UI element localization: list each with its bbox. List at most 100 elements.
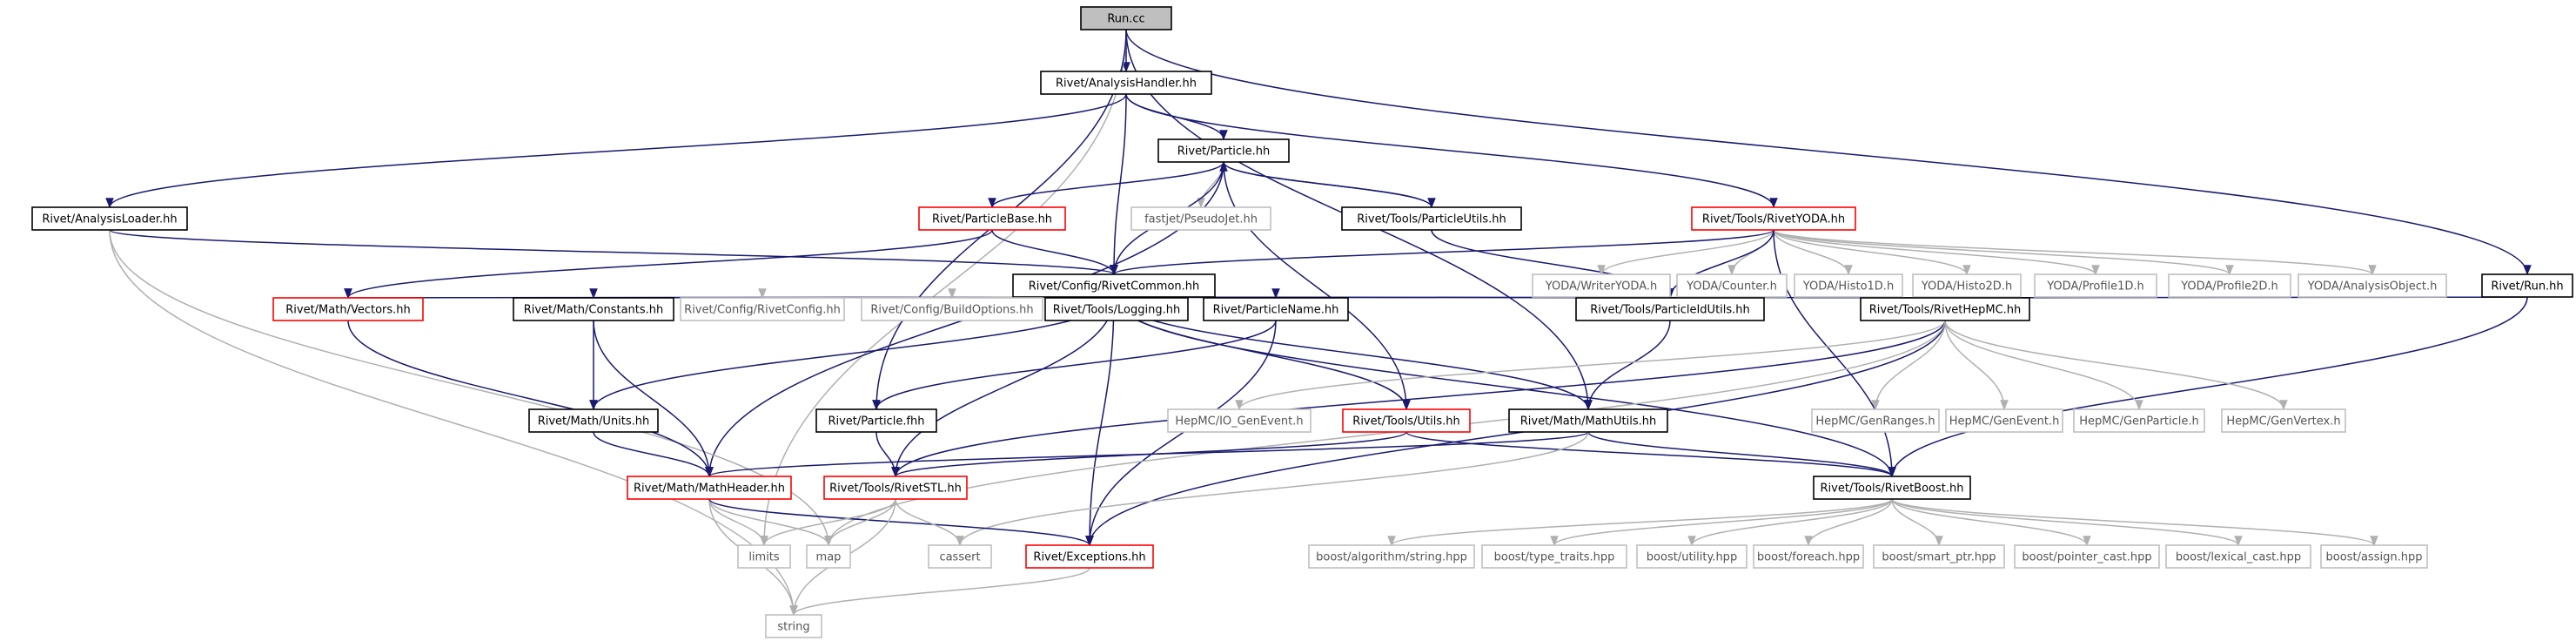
node-label: Rivet/Tools/RivetHepMC.hh [1869, 304, 2022, 317]
node-yoda-ao: YODA/AnalysisObject.h [2298, 273, 2447, 298]
edge-tools_utils-to-rivet_boost [1405, 431, 1896, 478]
edge-rivet_boost-to-b_algorithm [1387, 498, 1893, 547]
node-yoda-p1: YODA/Profile1D.h [2034, 273, 2157, 298]
node-hepmc-particle: HepMC/GenParticle.h [2073, 408, 2205, 433]
node-label: map [816, 551, 842, 564]
edge-analysis_handler-to-rivet_yoda [1125, 93, 1778, 209]
edge-analysis_handler-to-rivet_common [1110, 93, 1127, 276]
node-label: HepMC/GenRanges.h [1815, 415, 1935, 428]
edge-units-to-math_header [593, 431, 714, 478]
node-constants[interactable]: Rivet/Math/Constants.hh [513, 297, 674, 321]
node-run-hh[interactable]: Rivet/Run.hh [2481, 273, 2573, 298]
node-label: Rivet/Particle.hh [1177, 145, 1270, 159]
node-b-assign: boost/assign.hpp [2320, 544, 2428, 569]
node-label: Rivet/Tools/RivetBoost.hh [1821, 482, 1964, 496]
node-label: Rivet/Tools/Utils.hh [1352, 415, 1459, 428]
node-label: boost/lexical_cast.hpp [2176, 551, 2301, 564]
edge-rivet_boost-to-b_type_traits [1550, 498, 1893, 547]
edge-exceptions-to-string [789, 567, 1090, 617]
node-label: YODA/Histo2D.h [1921, 280, 2012, 294]
node-math-utils[interactable]: Rivet/Math/MathUtils.hh [1508, 408, 1668, 433]
node-b-type-traits: boost/type_traits.hpp [1481, 544, 1627, 569]
node-rivet-yoda[interactable]: Rivet/Tools/RivetYODA.hh [1691, 206, 1856, 231]
node-particle[interactable]: Rivet/Particle.hh [1157, 138, 1290, 163]
node-particle-id-utils[interactable]: Rivet/Tools/ParticleIdUtils.hh [1575, 297, 1765, 321]
node-b-foreach: boost/foreach.hpp [1753, 544, 1864, 569]
edge-rivet_stl-to-limits [760, 498, 896, 547]
edge-particle_fhh-to-rivet_stl [875, 431, 900, 478]
node-label: Rivet/Math/Constants.hh [524, 304, 664, 317]
node-rivet-common[interactable]: Rivet/Config/RivetCommon.hh [1012, 273, 1216, 298]
node-rivet-stl[interactable]: Rivet/Tools/RivetSTL.hh [823, 476, 968, 500]
node-label: Rivet/Tools/ParticleIdUtils.hh [1590, 304, 1750, 317]
node-string: string [765, 614, 822, 638]
node-particle-base[interactable]: Rivet/ParticleBase.hh [918, 206, 1066, 231]
node-vectors[interactable]: Rivet/Math/Vectors.hh [272, 297, 424, 321]
node-exceptions[interactable]: Rivet/Exceptions.hh [1025, 544, 1154, 569]
node-label: YODA/Counter.h [1686, 280, 1777, 294]
node-label: Rivet/Tools/Logging.hh [1053, 304, 1180, 317]
node-label: string [777, 621, 809, 634]
node-rivet-config: Rivet/Config/RivetConfig.hh [680, 297, 845, 321]
node-tools-utils[interactable]: Rivet/Tools/Utils.hh [1342, 408, 1471, 433]
edge-analysis_handler-to-analysis_loader [105, 93, 1127, 209]
node-label: Rivet/Tools/ParticleUtils.hh [1357, 213, 1506, 226]
node-logging[interactable]: Rivet/Tools/Logging.hh [1044, 297, 1189, 321]
edge-rivet_yoda-to-yoda_p1 [1773, 229, 2100, 276]
node-analysis-handler[interactable]: Rivet/AnalysisHandler.hh [1040, 71, 1212, 95]
edge-analysis_loader-to-rivet_common [109, 229, 1118, 276]
edge-rivet_yoda-to-yoda_h2 [1773, 229, 1971, 276]
nodes-layer: Run.ccRivet/AnalysisHandler.hhRivet/Part… [31, 6, 2573, 638]
edge-rivet_yoda-to-rivet_common [1110, 229, 1774, 276]
edge-math_header-to-exceptions [708, 498, 1094, 547]
node-label: Rivet/Math/MathHeader.hh [634, 482, 785, 496]
node-analysis-loader[interactable]: Rivet/AnalysisLoader.hh [31, 206, 188, 231]
node-hepmc-event: HepMC/GenEvent.h [1945, 408, 2063, 433]
node-label: Rivet/Exceptions.hh [1033, 551, 1145, 564]
node-run-cc[interactable]: Run.cc [1080, 6, 1172, 30]
node-label: Rivet/Config/RivetCommon.hh [1029, 280, 1200, 294]
node-label: YODA/WriterYODA.h [1545, 280, 1657, 294]
edge-analysis_loader-to-string [109, 229, 798, 617]
node-rivet-boost[interactable]: Rivet/Tools/RivetBoost.hh [1813, 476, 1971, 500]
edge-rivet_common-to-rivet_boost [1113, 296, 1896, 478]
edge-math_utils-to-rivet_boost [1587, 431, 1896, 478]
node-label: Rivet/Tools/RivetYODA.hh [1702, 213, 1845, 226]
node-map: map [806, 544, 851, 569]
node-units[interactable]: Rivet/Math/Units.hh [528, 408, 659, 433]
node-label: boost/smart_ptr.hpp [1882, 551, 1996, 564]
edge-run_hh-to-rivet_boost [1888, 296, 2528, 478]
node-particle-utils[interactable]: Rivet/Tools/ParticleUtils.hh [1341, 206, 1522, 231]
node-rivet-hepmc[interactable]: Rivet/Tools/RivetHepMC.hh [1860, 297, 2030, 321]
node-label: HepMC/IO_GenEvent.h [1175, 415, 1303, 428]
node-label: Rivet/ParticleBase.hh [932, 213, 1052, 226]
edge-rivet_hepmc-to-hepmc_vertex [1944, 320, 2288, 411]
edge-rivet_yoda-to-yoda_h1 [1773, 229, 1853, 276]
node-label: Rivet/AnalysisHandler.hh [1056, 78, 1197, 91]
edge-rivet_boost-to-b_foreach [1804, 498, 1893, 547]
node-label: Run.cc [1107, 13, 1144, 26]
node-label: HepMC/GenEvent.h [1949, 415, 2060, 428]
node-math-header[interactable]: Rivet/Math/MathHeader.hh [627, 476, 792, 500]
node-particle-fhh[interactable]: Rivet/Particle.fhh [815, 408, 937, 433]
edge-vectors-to-math_header [347, 320, 714, 478]
edge-rivet_hepmc-to-map [824, 320, 1946, 547]
node-yoda-writer: YODA/WriterYODA.h [1532, 273, 1671, 298]
edge-particle-to-tools_utils [1223, 161, 1411, 411]
node-label: Rivet/Math/Vectors.hh [285, 304, 411, 317]
node-build-options: Rivet/Config/BuildOptions.hh [861, 297, 1043, 321]
edge-rivet_boost-to-b_pointer_cast [1891, 498, 2091, 547]
node-b-utility: boost/utility.hpp [1636, 544, 1748, 569]
edge-rivet_boost-to-b_assign [1891, 498, 2378, 547]
node-label: YODA/Profile2D.h [2180, 280, 2278, 294]
node-yoda-counter: YODA/Counter.h [1676, 273, 1788, 298]
edge-rivet_common-to-exceptions [1085, 296, 1115, 547]
node-pseudojet: fastjet/PseudoJet.hh [1130, 206, 1271, 231]
node-b-smart-ptr: boost/smart_ptr.hpp [1873, 544, 2005, 569]
edge-rivet_boost-to-b_lexical_cast [1891, 498, 2243, 547]
node-particle-name[interactable]: Rivet/ParticleName.hh [1203, 297, 1349, 321]
node-label: HepMC/GenVertex.h [2226, 415, 2340, 428]
edge-rivet_yoda-to-yoda_p2 [1773, 229, 2234, 276]
edge-particle_base-to-vectors [344, 229, 993, 300]
edge-rivet_yoda-to-yoda_writer [1597, 229, 1774, 276]
